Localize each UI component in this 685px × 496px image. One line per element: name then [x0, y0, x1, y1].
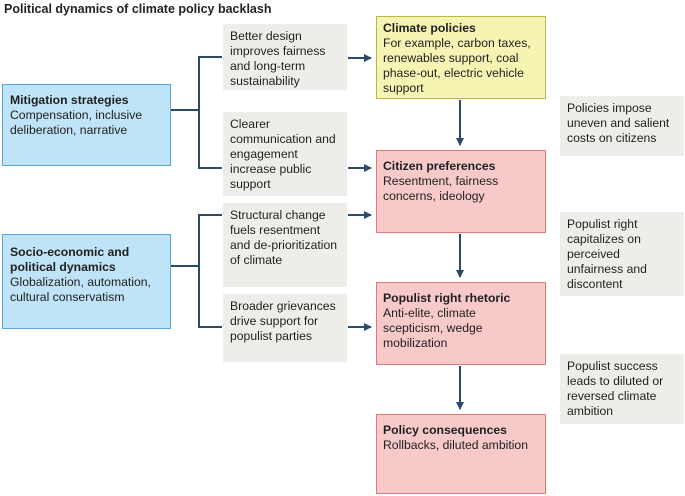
- populist-rhetoric-body: Anti-elite, climate scepticism, wedge mo…: [383, 306, 483, 350]
- policies-impose-text: Policies impose uneven and salient costs…: [567, 101, 670, 145]
- populist-capitalizes-note: Populist right capitalizes on perceived …: [560, 212, 684, 296]
- better-design-note: Better design improves fairness and long…: [223, 24, 347, 90]
- populist-rhetoric-box: Populist right rhetoric Anti-elite, clim…: [376, 282, 546, 365]
- structural-change-text: Structural change fuels resentment and d…: [230, 208, 338, 267]
- mitigation-strategies-heading: Mitigation strategies: [10, 93, 129, 107]
- better-design-text: Better design improves fairness and long…: [230, 29, 326, 88]
- citizen-preferences-box: Citizen preferences Resentment, fairness…: [376, 150, 546, 233]
- socio-economic-box: Socio-economic and political dynamics Gl…: [2, 234, 171, 329]
- socio-economic-body: Globalization, automation, cultural cons…: [10, 275, 151, 304]
- socio-bracket: [171, 214, 222, 328]
- populist-success-text: Populist success leads to diluted or rev…: [567, 359, 664, 418]
- populist-rhetoric-heading: Populist right rhetoric: [383, 291, 511, 305]
- policies-impose-note: Policies impose uneven and salient costs…: [560, 96, 684, 156]
- mitigation-strategies-box: Mitigation strategies Compensation, incl…: [2, 84, 171, 166]
- structural-change-note: Structural change fuels resentment and d…: [223, 203, 347, 287]
- citizen-preferences-heading: Citizen preferences: [383, 159, 496, 173]
- mitigation-strategies-body: Compensation, inclusive deliberation, na…: [10, 108, 143, 137]
- mitigation-bracket: [171, 56, 222, 169]
- populist-capitalizes-text: Populist right capitalizes on perceived …: [567, 217, 647, 291]
- policy-consequences-box: Policy consequences Rollbacks, diluted a…: [376, 414, 546, 494]
- diagram-title: Political dynamics of climate policy bac…: [4, 2, 272, 16]
- socio-economic-heading: Socio-economic and political dynamics: [10, 245, 130, 274]
- policy-consequences-heading: Policy consequences: [383, 423, 507, 437]
- policy-consequences-body: Rollbacks, diluted ambition: [383, 438, 528, 452]
- climate-policies-body: For example, carbon taxes, renewables su…: [383, 36, 531, 95]
- clearer-communication-note: Clearer communication and engagement inc…: [223, 112, 347, 196]
- climate-policies-box: Climate policies For example, carbon tax…: [376, 16, 546, 99]
- citizen-preferences-body: Resentment, fairness concerns, ideology: [383, 174, 499, 203]
- populist-success-note: Populist success leads to diluted or rev…: [560, 354, 684, 424]
- clearer-communication-text: Clearer communication and engagement inc…: [230, 117, 336, 191]
- climate-policies-heading: Climate policies: [383, 21, 476, 35]
- broader-grievances-note: Broader grievances drive support for pop…: [223, 294, 347, 362]
- broader-grievances-text: Broader grievances drive support for pop…: [230, 299, 336, 343]
